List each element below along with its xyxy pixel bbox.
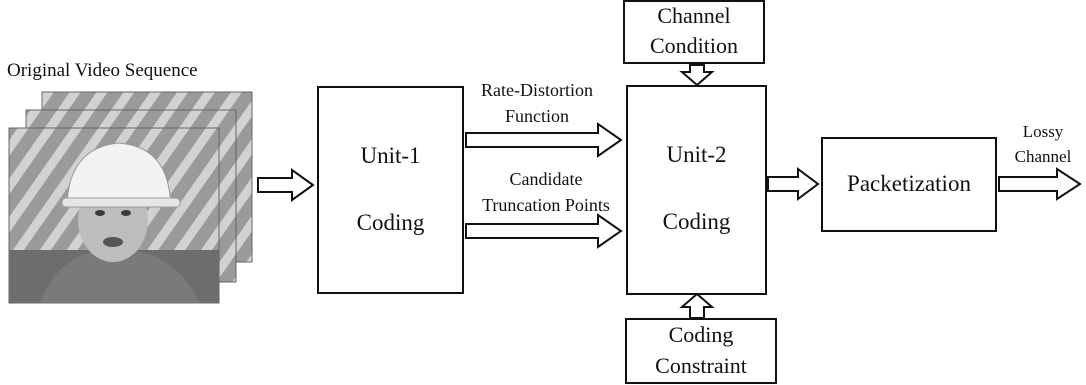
video-frame-front bbox=[8, 127, 220, 304]
arrow-video-to-unit1 bbox=[257, 168, 315, 202]
arrow-unit2-to-packetization bbox=[767, 167, 820, 201]
lossy-channel-line2: Channel bbox=[1014, 147, 1072, 166]
arrow-channel-condition bbox=[679, 64, 715, 87]
arrow-coding-constraint bbox=[679, 292, 715, 319]
unit1-subtitle: Coding bbox=[356, 210, 425, 235]
lossy-channel-label: Lossy Channel bbox=[1000, 119, 1086, 169]
truncation-points-label: Candidate Truncation Points bbox=[462, 166, 630, 218]
unit1-coding-box: Unit-1 Coding bbox=[317, 86, 464, 294]
arrow-truncation-points bbox=[465, 213, 623, 249]
unit2-subtitle: Coding bbox=[662, 209, 731, 234]
coding-constraint-box: Coding Constraint bbox=[625, 318, 777, 384]
arrow-rate-distortion bbox=[465, 122, 623, 158]
truncation-points-line2: Truncation Points bbox=[482, 195, 610, 215]
coding-constraint-line2: Constraint bbox=[655, 353, 747, 378]
arrow-lossy-channel bbox=[998, 167, 1082, 201]
channel-condition-line2: Condition bbox=[649, 33, 738, 58]
unit2-title: Unit-2 bbox=[666, 142, 727, 167]
input-video-label: Original Video Sequence bbox=[7, 60, 198, 81]
coding-constraint-line1: Coding bbox=[668, 322, 734, 347]
packetization-box: Packetization bbox=[821, 137, 997, 232]
unit1-title: Unit-1 bbox=[360, 143, 421, 168]
rate-distortion-line1: Rate-Distortion bbox=[481, 80, 593, 100]
packetization-label: Packetization bbox=[847, 171, 971, 196]
rate-distortion-line2: Function bbox=[504, 106, 569, 126]
channel-condition-box: Channel Condition bbox=[623, 0, 765, 64]
unit2-coding-box: Unit-2 Coding bbox=[626, 85, 767, 295]
lossy-channel-line1: Lossy bbox=[1022, 122, 1064, 141]
channel-condition-line1: Channel bbox=[657, 3, 731, 28]
truncation-points-line1: Candidate bbox=[509, 169, 583, 189]
rate-distortion-label: Rate-Distortion Function bbox=[462, 77, 612, 129]
helmet-shape bbox=[66, 142, 178, 204]
